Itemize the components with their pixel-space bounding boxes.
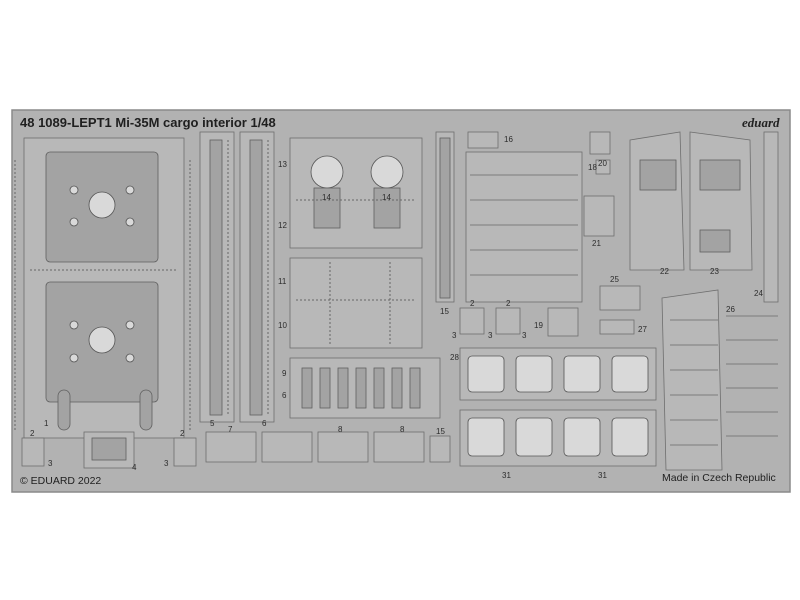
part-27-clip <box>599 319 635 335</box>
label-3d: 3 <box>488 331 493 340</box>
label-14a: 14 <box>322 193 331 202</box>
label-18: 18 <box>588 163 597 172</box>
label-10: 10 <box>278 321 287 330</box>
label-25: 25 <box>610 275 619 284</box>
part-2-clip-left <box>21 437 45 467</box>
label-3e: 3 <box>522 331 527 340</box>
label-2b: 2 <box>180 429 185 438</box>
part-21-plate <box>583 195 615 237</box>
part-group-5-6 <box>199 131 275 423</box>
brand-logo: eduard <box>742 115 780 130</box>
origin-text: Made in Czech Republic <box>662 472 776 484</box>
part-25-clip <box>599 285 641 311</box>
label-1: 1 <box>44 419 49 428</box>
label-6a: 6 <box>262 419 267 428</box>
part-9-panel <box>289 357 441 419</box>
label-27: 27 <box>638 325 647 334</box>
label-2d: 2 <box>506 299 511 308</box>
label-16: 16 <box>504 135 513 144</box>
label-5: 5 <box>210 419 215 428</box>
part-2-clip-d <box>495 307 521 335</box>
label-22: 22 <box>660 267 669 276</box>
label-23: 23 <box>710 267 719 276</box>
part-group-12-14 <box>289 137 423 249</box>
label-6b: 6 <box>282 391 287 400</box>
label-26: 26 <box>726 305 735 314</box>
part-7-strip <box>205 431 257 463</box>
copyright-text: © EDUARD 2022 <box>20 475 101 487</box>
label-2a: 2 <box>30 429 35 438</box>
label-3c: 3 <box>452 331 457 340</box>
label-15a: 15 <box>440 307 449 316</box>
label-21: 21 <box>592 239 601 248</box>
label-9: 9 <box>282 369 287 378</box>
part-26-ladder <box>661 289 778 471</box>
part-16-small <box>467 131 499 149</box>
part-group-28 <box>459 347 657 401</box>
label-7: 7 <box>228 425 233 434</box>
part-3-strip <box>373 431 425 463</box>
part-group-1 <box>14 137 191 439</box>
part-group-31 <box>459 409 657 467</box>
part-8-strip-a <box>261 431 313 463</box>
part-24-tabs <box>763 131 779 303</box>
part-20-small <box>595 159 611 175</box>
part-8-strip-b <box>317 431 369 463</box>
fret-title: 48 1089-LEPT1 Mi-35M cargo interior 1/48 <box>20 115 276 130</box>
label-11: 11 <box>278 277 287 286</box>
label-2c: 2 <box>470 299 475 308</box>
label-19: 19 <box>534 321 543 330</box>
label-8b: 8 <box>400 425 405 434</box>
part-group-22-23 <box>629 131 753 271</box>
part-15-small <box>429 435 451 463</box>
label-15b: 15 <box>436 427 445 436</box>
label-4: 4 <box>132 463 137 472</box>
label-3b: 3 <box>164 459 169 468</box>
part-group-rack <box>465 151 583 303</box>
label-12: 12 <box>278 221 287 230</box>
label-20: 20 <box>598 159 607 168</box>
part-group-10-11 <box>289 257 423 349</box>
label-31a: 31 <box>502 471 511 480</box>
label-24: 24 <box>754 289 763 298</box>
part-2-clip-c <box>459 307 485 335</box>
label-13: 13 <box>278 160 287 169</box>
label-8a: 8 <box>338 425 343 434</box>
label-28: 28 <box>450 353 459 362</box>
label-31b: 31 <box>598 471 607 480</box>
label-3a: 3 <box>48 459 53 468</box>
part-19-box <box>547 307 579 337</box>
part-18-bracket <box>589 131 611 155</box>
label-14b: 14 <box>382 193 391 202</box>
part-2-clip-mid <box>173 437 197 467</box>
